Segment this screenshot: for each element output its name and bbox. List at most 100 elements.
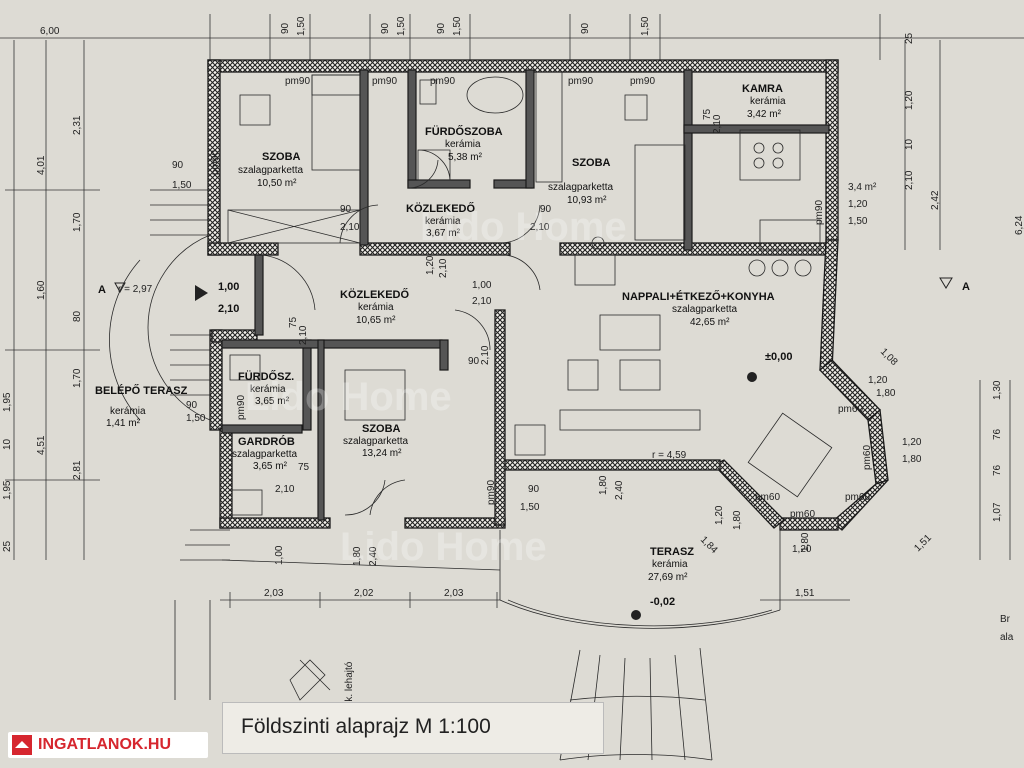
room-kozlekedo2-area: 10,65 m² — [356, 315, 396, 326]
level-marker-zero — [747, 372, 757, 382]
dim-pm60-c: pm60 — [790, 509, 815, 520]
room-furdo2-area: 3,65 m² — [255, 396, 290, 407]
dim-left-195b: 1,95 — [2, 480, 13, 500]
dim-pm90-i: pm90 — [486, 480, 497, 505]
dim-pm90-c: pm90 — [430, 76, 455, 87]
right-partial-2: ala — [1000, 632, 1014, 643]
room-terasz-name: TERASZ — [650, 546, 694, 558]
dim-right-top: 25 — [904, 32, 915, 44]
section-marker-left — [195, 285, 208, 301]
plan-caption: Földszinti alaprajz M 1:100 — [241, 715, 491, 738]
dim-210b: 2,10 — [472, 296, 492, 307]
right-dimension-texts: 1,20 10 2,10 2,42 6,24 1,30 76 1,07 76 1… — [904, 90, 1024, 554]
dim-210e: 2,10 — [712, 114, 723, 134]
dim-pm90-d: pm90 — [568, 76, 593, 87]
room-gardrob-floor: szalagparketta — [232, 449, 297, 460]
dim-right-210: 2,10 — [904, 170, 915, 190]
dim-top-6: 1,50 — [452, 16, 463, 36]
bottom-dimension-lines — [220, 592, 850, 608]
watermark-1: Lido Home — [420, 205, 627, 249]
dim-120d: 1,20 — [902, 437, 922, 448]
dim-right-76b: 76 — [992, 464, 1003, 476]
dim-pm90-f: pm90 — [210, 150, 221, 175]
dim-120a: 1,20 — [848, 199, 868, 210]
dim-90e: 90 — [468, 356, 480, 367]
dim-150c: 1,50 — [848, 216, 868, 227]
room-kozlekedo1-floor: kerámia — [425, 216, 461, 227]
dim-90d: 90 — [186, 400, 198, 411]
dim-left-10: 10 — [2, 438, 13, 450]
room-szoba1-floor: szalagparketta — [238, 165, 303, 176]
dim-pm60-a: pm60 — [838, 404, 863, 415]
watermark-2: Lido Home — [245, 375, 452, 419]
dim-180a: 1,80 — [598, 475, 609, 495]
dim-75b: 75 — [288, 316, 299, 328]
room-szoba2-name: SZOBA — [572, 157, 611, 169]
level-terrace: -0,02 — [650, 596, 675, 608]
outer-walls — [207, 59, 889, 531]
room-gardrob-name: GARDRÓB — [238, 435, 295, 448]
dim-90a: 90 — [340, 204, 352, 215]
dim-right-120: 1,20 — [904, 90, 915, 110]
room-kamra-name: KAMRA — [742, 83, 783, 95]
dim-left-401: 4,01 — [36, 155, 47, 175]
room-szoba2-area: 10,93 m² — [567, 195, 607, 206]
dim-right-10: 10 — [904, 138, 915, 150]
dim-pm90-b: pm90 — [372, 76, 397, 87]
dim-150d: 1,50 — [520, 502, 540, 513]
dim-pm90-e: pm90 — [630, 76, 655, 87]
ingatlanok-logo: INGATLANOK.HU — [8, 732, 208, 758]
dim-left-170b: 1,70 — [72, 368, 83, 388]
dim-120f: 1,20 — [714, 505, 725, 525]
plan-caption-box: Földszinti alaprajz M 1:100 — [222, 702, 604, 754]
dim-pm60-b: pm60 — [862, 445, 873, 470]
left-dimension-texts: 4,01 2,31 1,70 1,60 80 1,70 4,51 1,95 10… — [2, 115, 83, 552]
dim-pm60-d: pm60 — [845, 492, 870, 503]
dim-left-451: 4,51 — [36, 435, 47, 455]
room-szoba3-area: 13,24 m² — [362, 448, 402, 459]
dim-bottom-203a: 2,03 — [264, 588, 284, 599]
dim-75c: 75 — [298, 462, 310, 473]
dim-left-25: 25 — [2, 540, 13, 552]
room-kozlekedo2-floor: kerámia — [358, 302, 394, 313]
dim-bottom-202: 2,02 — [354, 588, 374, 599]
room-szoba3-floor: szalagparketta — [343, 436, 408, 447]
dim-120e: 1,20 — [792, 544, 812, 555]
dim-r459: r = 4,59 — [652, 450, 687, 461]
dim-210i: 2,10 — [275, 484, 295, 495]
dim-180e: 1,80 — [800, 532, 811, 552]
room-belepo-area: 1,41 m² — [106, 418, 141, 429]
room-szoba3-name: SZOBA — [362, 423, 401, 435]
dim-bottom-203b: 2,03 — [444, 588, 464, 599]
top-dimension-lines — [0, 14, 1024, 70]
dim-top-3: 90 — [380, 22, 391, 34]
section-triangle-left — [114, 282, 126, 294]
dim-90b: 90 — [540, 204, 552, 215]
dim-pm90-g: pm90 — [814, 200, 825, 225]
section-label-right: A — [962, 281, 970, 293]
dim-top-8: 1,50 — [640, 16, 651, 36]
dim-100c: 1,00 — [274, 545, 285, 565]
dim-240a: 2,40 — [614, 480, 625, 500]
dim-240b: 2,40 — [368, 546, 379, 566]
room-gardrob-area: 3,65 m² — [253, 461, 288, 472]
dim-top-4: 1,50 — [396, 16, 407, 36]
room-terasz-floor: kerámia — [652, 559, 688, 570]
furniture — [227, 71, 833, 516]
dim-left-160: 1,60 — [36, 280, 47, 300]
dim-left-195a: 1,95 — [2, 392, 13, 412]
dim-right-107: 1,07 — [992, 502, 1003, 522]
room-furdoszoba-floor: kerámia — [445, 139, 481, 150]
dim-top-left: 6,00 — [40, 26, 60, 37]
dim-right-242: 2,42 — [930, 190, 941, 210]
room-szoba2-floor: szalagparketta — [548, 182, 613, 193]
dim-pm60-e: pm60 — [755, 492, 780, 503]
dim-top-2: 1,50 — [296, 16, 307, 36]
left-dimension-lines — [5, 40, 100, 560]
room-kozlekedo2-name: KÖZLEKEDŐ — [340, 288, 410, 301]
dim-180c: 1,80 — [876, 388, 896, 399]
dim-34: 3,4 m² — [848, 182, 877, 193]
dim-210h: 2,10 — [438, 258, 449, 278]
room-furdo2-floor: kerámia — [250, 384, 286, 395]
